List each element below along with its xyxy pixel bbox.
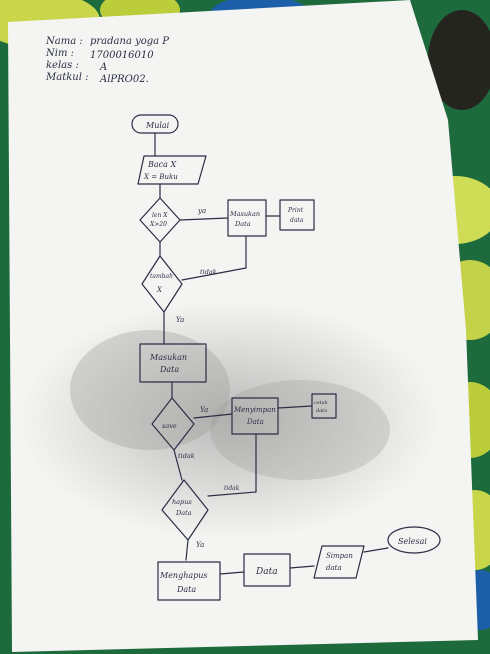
header-block: Nama : pradana yoga P Nim : 1700016010 k… — [45, 36, 169, 85]
decision-add-1: tambah — [150, 273, 173, 280]
delete-b: Data — [176, 585, 196, 594]
arrow-save-yes — [193, 413, 233, 419]
save-process — [231, 397, 279, 435]
check-2: data — [316, 408, 327, 414]
nim-label: Nim : — [45, 48, 74, 59]
decision-length-1: len X — [152, 212, 168, 219]
nim-value: 1700016010 — [90, 50, 154, 61]
insert-1b: Data — [234, 220, 251, 228]
yes-label-3: Ya — [200, 406, 208, 414]
decision-add-2: X — [156, 286, 163, 294]
insert-process-1 — [227, 199, 267, 237]
name-value: pradana yoga P — [90, 36, 169, 47]
arrow-no-back — [181, 235, 247, 281]
arrow-save-no — [173, 449, 183, 481]
arrow-save-check — [277, 405, 313, 409]
read-label-2: X = Buku — [143, 173, 178, 181]
check-output — [311, 393, 337, 419]
start-label: Mulai — [145, 121, 170, 130]
delete-a: Menghapus — [159, 571, 208, 580]
arrow-yes-insert — [179, 217, 229, 221]
no-label-3: tidak — [224, 485, 240, 492]
arrow-delete-no — [207, 433, 257, 497]
yes-label-1: ya — [197, 207, 206, 215]
insert-process-2 — [139, 343, 207, 383]
data-box — [243, 553, 291, 587]
insert-1a: Masukan — [229, 210, 260, 218]
arrow-data-store — [289, 565, 315, 569]
decision-delete-1: hapus — [172, 498, 192, 506]
print-1: Print — [287, 207, 304, 214]
store-a: Simpan — [326, 552, 353, 560]
end-terminator — [387, 526, 441, 554]
flowchart: Mulai Baca X X = Buku len X X>20 ya Masu… — [131, 114, 441, 601]
arrow-delete-data — [219, 571, 245, 575]
save-a: Menyimpan — [233, 406, 276, 414]
check-1: cetak — [314, 400, 328, 406]
decision-length-2: X>20 — [149, 221, 167, 228]
matkul-value: AlPRO02. — [99, 74, 149, 85]
hand-shadow — [20, 300, 440, 540]
data-box-label: Data — [255, 567, 278, 577]
decision-delete-2: Data — [175, 509, 192, 517]
save-b: Data — [246, 418, 264, 426]
no-label-1: tidak — [200, 268, 217, 276]
end-label: Selesai — [398, 537, 427, 546]
delete-process — [157, 561, 221, 601]
kelas-value: A — [99, 62, 107, 73]
read-label-1: Baca X — [147, 160, 176, 169]
store-b: data — [326, 564, 342, 572]
arrow-delete-yes — [185, 539, 189, 561]
insert-2b: Data — [159, 365, 179, 374]
decision-save-label: save — [162, 422, 177, 430]
name-label: Nama : — [45, 36, 83, 47]
print-2: data — [290, 217, 304, 224]
store-output — [313, 545, 365, 579]
insert-2a: Masukan — [149, 353, 187, 362]
arrow-store-end — [363, 547, 389, 553]
matkul-label: Matkul : — [45, 72, 88, 83]
yes-label-2: Ya — [176, 316, 184, 324]
kelas-label: kelas : — [46, 60, 79, 71]
no-label-2: tidak — [178, 452, 195, 460]
yes-label-4: Ya — [196, 541, 204, 549]
read-input-box — [137, 155, 207, 185]
print-output — [279, 199, 315, 231]
